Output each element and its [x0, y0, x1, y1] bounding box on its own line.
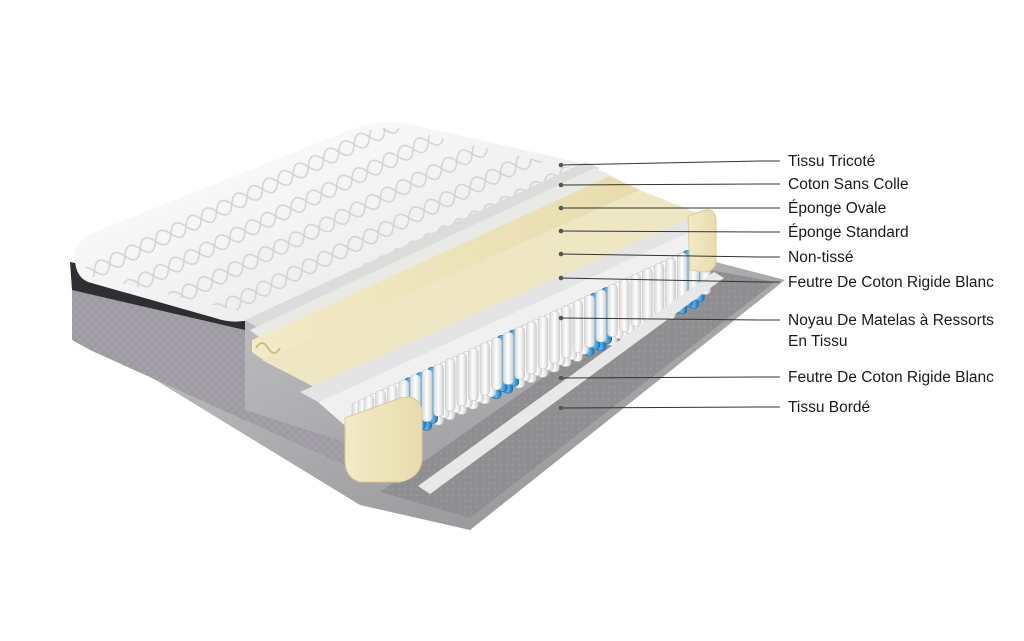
- leader-line: [560, 230, 780, 233]
- white-pocket-spring: [595, 289, 607, 343]
- leader-dot: [558, 315, 564, 321]
- leader-lines: [558, 160, 780, 411]
- label-feutre-coton-1: Feutre De Coton Rigide Blanc: [788, 274, 994, 291]
- leader-dot: [558, 205, 564, 211]
- back-foam-rail: [687, 209, 717, 273]
- label-eponge-standard: Éponge Standard: [788, 224, 909, 241]
- leader-line: [560, 376, 780, 379]
- leader-line: [560, 406, 780, 409]
- leader-dot: [558, 405, 564, 411]
- label-eponge-ovale: Éponge Ovale: [788, 200, 887, 217]
- leader-dot: [558, 228, 564, 234]
- cotton-layer: [250, 168, 612, 342]
- white-pocket-spring: [549, 310, 560, 364]
- label-noyau-ressorts-line2: En Tissu: [788, 333, 848, 350]
- white-pocket-spring: [584, 294, 595, 348]
- white-pocket-spring: [444, 358, 456, 412]
- label-noyau-ressorts: Noyau De Matelas à Ressorts: [788, 312, 994, 329]
- white-pocket-spring: [514, 326, 526, 380]
- oval-foam: [252, 176, 640, 364]
- leader-line: [560, 183, 780, 186]
- leader-line: [560, 317, 780, 321]
- label-feutre-coton-2: Feutre De Coton Rigide Blanc: [788, 369, 994, 386]
- white-pocket-spring: [537, 316, 549, 369]
- quilt-pattern: [80, 128, 580, 314]
- white-pocket-spring: [491, 337, 502, 391]
- top-edge-curl: [245, 162, 600, 330]
- white-pocket-spring: [479, 342, 491, 396]
- white-pocket-spring: [456, 353, 468, 406]
- label-tissu-tricote: Tissu Tricoté: [788, 153, 876, 170]
- white-felt-layer: [418, 272, 724, 494]
- white-pocket-spring: [572, 300, 584, 353]
- white-pocket-spring: [642, 268, 653, 322]
- non-woven-layer: [300, 214, 712, 402]
- leader-dot: [558, 275, 564, 281]
- leader-dot: [558, 182, 564, 188]
- leader-line: [560, 253, 780, 258]
- label-non-tisse: Non-tissé: [788, 249, 854, 266]
- white-pocket-spring: [468, 347, 479, 401]
- oval-foam-waves: [255, 342, 281, 354]
- white-pocket-spring: [433, 363, 444, 417]
- label-coton-sans-colle: Coton Sans Colle: [788, 176, 909, 193]
- white-pocket-spring: [502, 332, 514, 385]
- front-foam-rail: [344, 396, 423, 483]
- white-pocket-spring: [630, 273, 642, 327]
- label-tissu-borde: Tissu Bordé: [788, 399, 871, 416]
- leader-dot: [558, 162, 564, 168]
- leader-line: [560, 160, 780, 166]
- leader-dot: [558, 375, 564, 381]
- white-pocket-spring: [653, 263, 665, 316]
- standard-foam: [262, 190, 700, 390]
- white-pocket-spring: [560, 305, 572, 359]
- leader-dot: [558, 251, 564, 257]
- mattress-side-wall: [72, 282, 355, 470]
- white-pocket-spring: [618, 279, 630, 332]
- white-pocket-spring: [526, 321, 537, 375]
- leader-line: [560, 277, 780, 283]
- white-pocket-spring: [607, 284, 618, 338]
- white-pocket-spring: [421, 369, 433, 422]
